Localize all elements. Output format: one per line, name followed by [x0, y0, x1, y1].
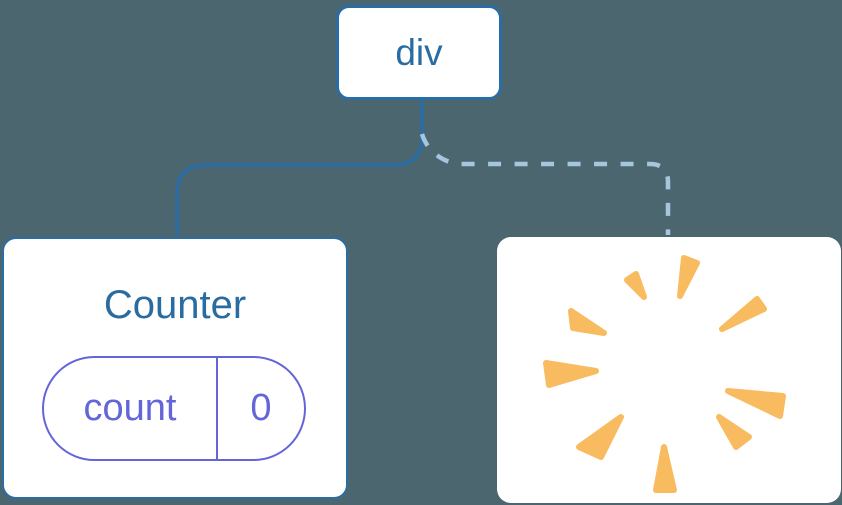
edge-dashed — [419, 133, 671, 235]
root-node-card: div — [336, 5, 502, 100]
removed-node-card — [497, 237, 841, 503]
state-pill: count 0 — [42, 356, 306, 461]
root-node-label: div — [395, 32, 443, 73]
edge-solid — [175, 100, 424, 235]
counter-node-card: Counter count 0 — [2, 237, 348, 499]
state-pill-name: count — [44, 358, 218, 459]
counter-node-title: Counter — [103, 283, 247, 327]
state-pill-value: 0 — [250, 387, 272, 429]
